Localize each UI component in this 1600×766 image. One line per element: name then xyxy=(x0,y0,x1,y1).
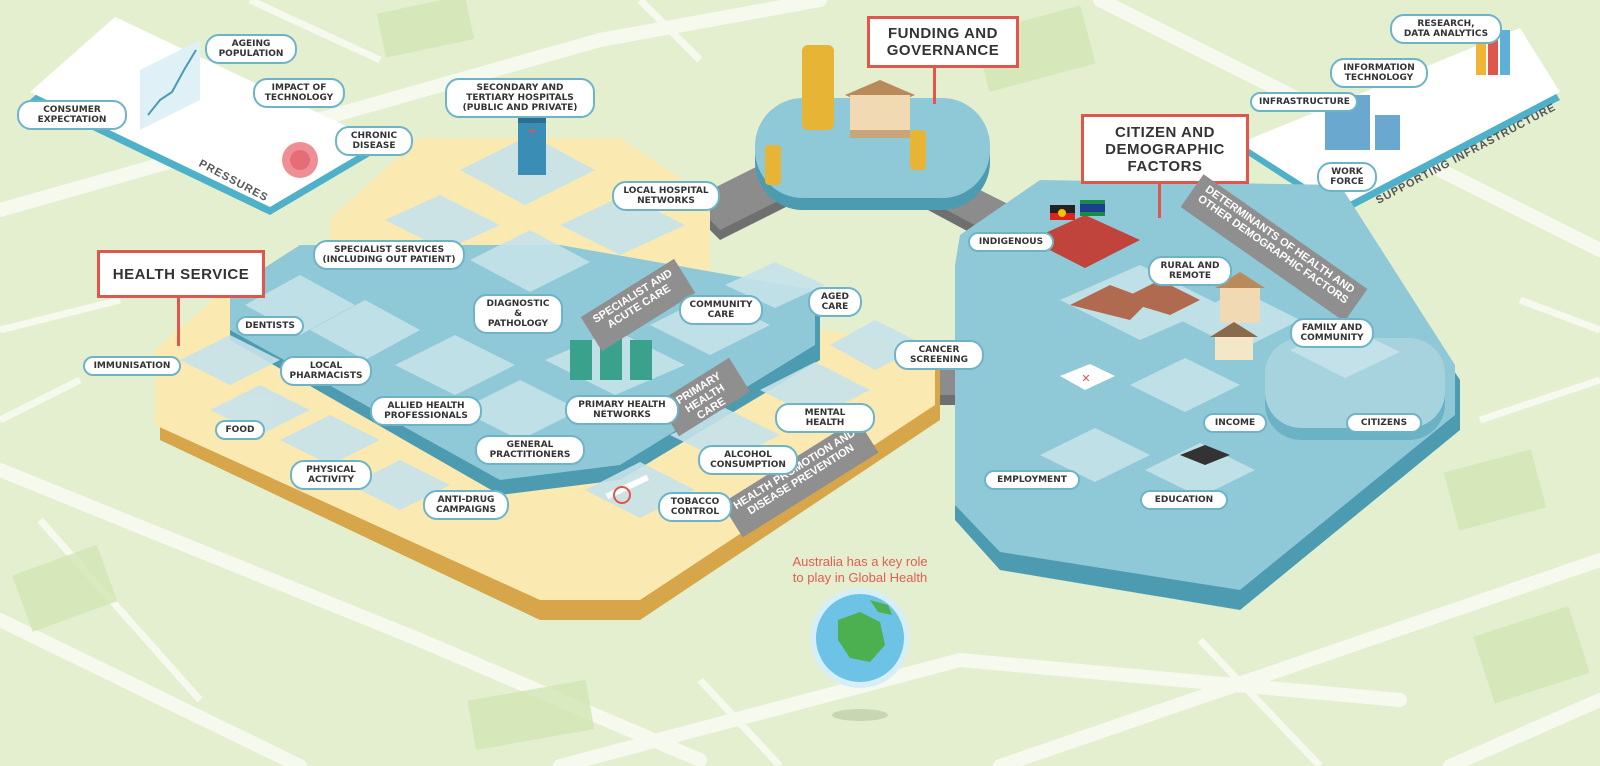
rural-hills xyxy=(1070,280,1200,320)
label-primary-health-networks: PRIMARY HEALTH NETWORKS xyxy=(565,395,679,425)
label-alcohol-consumption: ALCOHOL CONSUMPTION xyxy=(698,445,798,475)
label-general-practitioners: GENERAL PRACTITIONERS xyxy=(475,435,585,465)
hospital-building: + xyxy=(518,115,546,175)
label-specialist-services: SPECIALIST SERVICES (INCLUDING OUT PATIE… xyxy=(313,240,465,270)
coin-stacks xyxy=(765,45,926,185)
global-health-tagline: Australia has a key role to play in Glob… xyxy=(792,554,928,585)
label-income: INCOME xyxy=(1203,413,1267,433)
funding-governance-header: FUNDING AND GOVERNANCE xyxy=(867,16,1019,68)
label-ageing-population: AGEING POPULATION xyxy=(205,34,297,64)
citizen-stem xyxy=(1158,184,1161,218)
education-cap xyxy=(1180,445,1230,465)
health-service-header: HEALTH SERVICE xyxy=(97,250,265,298)
label-employment: EMPLOYMENT xyxy=(984,470,1080,490)
svg-text:✕: ✕ xyxy=(1081,372,1090,385)
label-food: FOOD xyxy=(215,420,265,440)
research-chart xyxy=(1476,20,1510,75)
label-education: EDUCATION xyxy=(1140,490,1228,510)
label-consumer-expectation: CONSUMER EXPECTATION xyxy=(17,100,127,130)
globe xyxy=(810,588,910,721)
label-local-hospital-networks: LOCAL HOSPITAL NETWORKS xyxy=(612,181,720,211)
health-service-stem xyxy=(177,298,180,346)
primary-health-buildings xyxy=(570,335,652,380)
ageing-chart xyxy=(140,40,200,130)
virus-icon xyxy=(282,142,318,178)
tobacco-icon xyxy=(605,474,649,504)
label-aged-care: AGED CARE xyxy=(808,287,862,317)
label-dentists: DENTISTS xyxy=(236,316,304,336)
label-community-care: COMMUNITY CARE xyxy=(679,295,763,325)
medical-cross-bridge: ✕ xyxy=(1060,364,1115,390)
label-chronic-disease: CHRONIC DISEASE xyxy=(335,126,413,156)
label-anti-drug-campaigns: ANTI-DRUG CAMPAIGNS xyxy=(423,490,509,520)
label-physical-activity: PHYSICAL ACTIVITY xyxy=(290,460,372,490)
label-citizens: CITIZENS xyxy=(1346,413,1422,433)
citizen-demographic-header: CITIZEN AND DEMOGRAPHIC FACTORS xyxy=(1081,114,1249,184)
label-secondary-tertiary-hospitals: SECONDARY AND TERTIARY HOSPITALS (PUBLIC… xyxy=(445,78,595,118)
label-information-technology: INFORMATION TECHNOLOGY xyxy=(1330,58,1428,88)
funding-building xyxy=(845,80,915,138)
label-tobacco-control: TOBACCO CONTROL xyxy=(658,492,732,522)
svg-text:+: + xyxy=(527,124,537,138)
label-local-pharmacists: LOCAL PHARMACISTS xyxy=(280,356,372,386)
funding-stem xyxy=(933,68,936,104)
label-indigenous: INDIGENOUS xyxy=(968,232,1054,252)
label-infrastructure: INFRASTRUCTURE xyxy=(1250,92,1358,112)
label-diagnostic-pathology: DIAGNOSTIC & PATHOLOGY xyxy=(473,294,563,334)
label-work-force: WORK FORCE xyxy=(1317,162,1377,192)
label-family-community: FAMILY AND COMMUNITY xyxy=(1290,318,1374,348)
label-immunisation: IMMUNISATION xyxy=(83,356,181,376)
label-impact-technology: IMPACT OF TECHNOLOGY xyxy=(253,78,345,108)
label-research-data-analytics: RESEARCH, DATA ANALYTICS xyxy=(1390,14,1502,44)
label-allied-health: ALLIED HEALTH PROFESSIONALS xyxy=(370,396,482,426)
label-mental-health: MENTAL HEALTH xyxy=(775,403,875,433)
label-rural-remote: RURAL AND REMOTE xyxy=(1148,256,1232,286)
family-houses xyxy=(1210,272,1265,360)
label-cancer-screening: CANCER SCREENING xyxy=(894,340,984,370)
supporting-buildings xyxy=(1325,95,1400,150)
